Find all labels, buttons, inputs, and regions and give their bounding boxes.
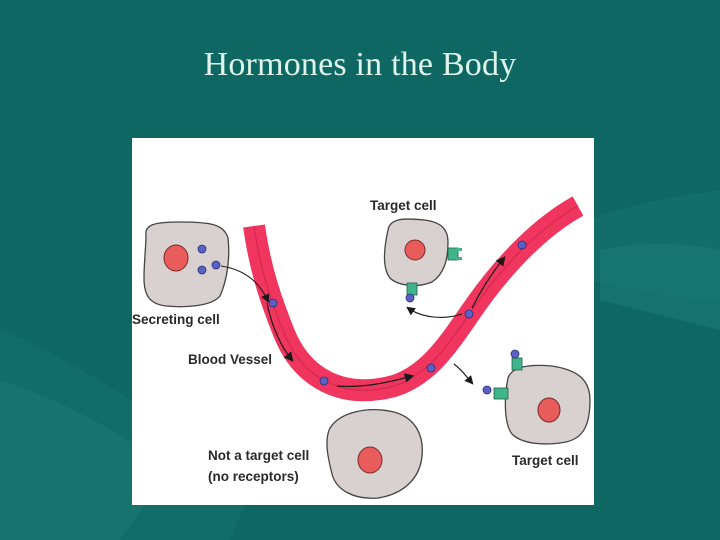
- hormone-molecule: [464, 309, 474, 319]
- receptor: [510, 349, 523, 371]
- hormone-molecule: [517, 240, 527, 250]
- secretion-arrow: [220, 265, 270, 303]
- label-no-receptors: (no receptors): [208, 469, 299, 484]
- label-secreting-cell: Secreting cell: [132, 312, 220, 327]
- target-cell-top-nucleus: [404, 239, 426, 261]
- secreting-cell: [143, 221, 230, 308]
- receptor: [447, 247, 462, 261]
- delivery-arrow-bottom: [453, 363, 474, 385]
- label-target-cell-bottom: Target cell: [512, 453, 579, 468]
- target-cell-bottom: [482, 349, 591, 445]
- receptor-bound: [405, 282, 418, 303]
- label-blood-vessel: Blood Vessel: [188, 352, 272, 367]
- hormone-molecule: [319, 376, 329, 386]
- target-cell-bottom-nucleus: [537, 397, 561, 423]
- flow-arrow: [471, 256, 506, 309]
- hormone-molecule: [197, 265, 207, 275]
- hormone-molecule: [268, 298, 278, 308]
- hormone-molecule: [211, 260, 221, 270]
- flow-arrow: [336, 373, 415, 388]
- diagram-canvas: Secreting cell Blood Vessel Target cell …: [132, 196, 591, 499]
- receptor: [482, 385, 509, 400]
- target-cell-top: [383, 218, 462, 303]
- non-target-cell-nucleus: [357, 446, 383, 474]
- flow-arrow: [266, 302, 294, 362]
- slide-title: Hormones in the Body: [203, 46, 517, 83]
- non-target-cell: [326, 409, 423, 499]
- label-target-cell-top: Target cell: [370, 198, 437, 213]
- delivery-arrow-top: [406, 306, 463, 318]
- blood-vessel-edge: [253, 205, 579, 391]
- hormone-molecule: [197, 244, 207, 254]
- hormone-diagram: Secreting cell Blood Vessel Target cell …: [132, 138, 594, 505]
- secreting-cell-nucleus: [163, 244, 189, 272]
- hormone-molecule: [426, 363, 436, 373]
- label-not-target-cell: Not a target cell: [208, 448, 309, 463]
